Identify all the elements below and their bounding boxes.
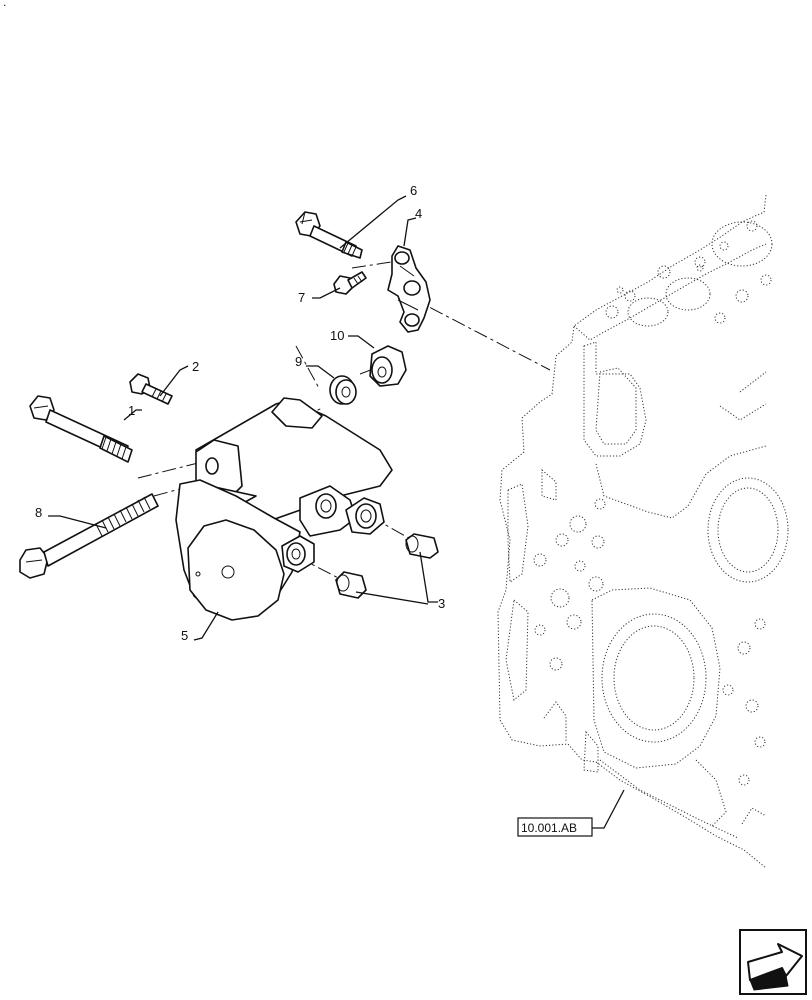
leader-reference xyxy=(592,789,625,829)
callout-7: 7 xyxy=(298,290,305,305)
callout-8: 8 xyxy=(35,505,42,520)
leader-3 xyxy=(355,551,438,605)
bushings-3 xyxy=(335,533,439,599)
leader-1 xyxy=(123,409,142,421)
callout-9: 9 xyxy=(295,354,302,369)
bolt-7 xyxy=(333,271,367,295)
corner-mark: . xyxy=(3,0,6,9)
leader-8 xyxy=(48,515,107,529)
callout-3: 3 xyxy=(438,596,445,611)
callout-10: 10 xyxy=(330,328,344,343)
bolt-1 xyxy=(29,395,133,463)
leader-5 xyxy=(193,611,219,641)
bolt-2 xyxy=(129,373,173,405)
washer-9 xyxy=(329,375,357,405)
bracket-5 xyxy=(175,397,393,621)
callout-labels: 1 2 3 4 5 6 7 8 9 10 xyxy=(35,183,445,643)
bolt-8 xyxy=(19,493,159,579)
reference-text: 10.001.AB xyxy=(521,821,577,835)
reference-link[interactable]: 10.001.AB xyxy=(517,817,593,837)
leader-lines xyxy=(48,195,625,829)
callout-2: 2 xyxy=(192,359,199,374)
leader-10 xyxy=(348,335,375,349)
callout-4: 4 xyxy=(415,206,422,221)
engine-block-illustration xyxy=(497,194,789,869)
bolt-6 xyxy=(295,211,363,259)
callout-1: 1 xyxy=(128,403,135,418)
leader-6 xyxy=(339,195,407,249)
nut-10 xyxy=(369,345,407,387)
leader-9 xyxy=(306,365,335,379)
leader-2 xyxy=(159,365,189,397)
next-page-arrow-icon[interactable] xyxy=(739,929,807,995)
leader-4 xyxy=(403,217,417,247)
callout-6: 6 xyxy=(410,183,417,198)
callout-5: 5 xyxy=(181,628,188,643)
leader-7 xyxy=(312,287,341,299)
bracket-4 xyxy=(387,245,431,333)
